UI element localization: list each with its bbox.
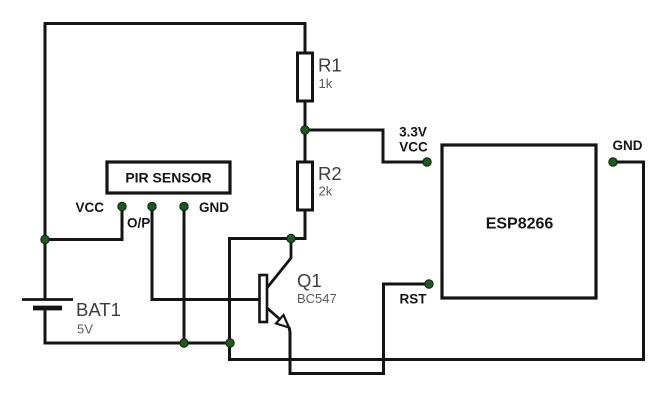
esp-vcc-label-line2: VCC — [399, 140, 428, 155]
resistor-r1-body — [296, 51, 314, 103]
pir-gnd-pin-dot — [179, 201, 189, 212]
r2-designator: R2 — [318, 163, 342, 184]
rail-junction-dot — [40, 234, 50, 245]
q1-collector-lead — [265, 240, 293, 290]
collector-node-wire — [228, 211, 307, 240]
r1-value: 1k — [319, 76, 333, 91]
vcc-3v3-wire — [305, 128, 427, 164]
ground-pir-junction-dot — [179, 338, 189, 348]
esp-vcc-pin-dot — [422, 157, 432, 167]
pir-output-label: O/P — [127, 216, 150, 231]
resistor-r2-body — [296, 160, 314, 212]
esp-gnd-label: GND — [613, 138, 643, 153]
esp8266-title: ESP8266 — [486, 216, 554, 233]
r2-value: 2k — [319, 184, 333, 199]
pir-sensor-title: PIR SENSOR — [125, 170, 211, 186]
q1-emitter-arrowhead-icon — [274, 312, 291, 330]
battery-designator: BAT1 — [76, 299, 121, 320]
q1-designator: Q1 — [297, 270, 322, 291]
pir-output-pin-dot — [147, 201, 157, 212]
esp-rst-label: RST — [400, 292, 428, 307]
pir-sensor-box — [105, 160, 232, 195]
divider-junction-dot — [300, 125, 310, 135]
pir-vcc-pin-dot — [117, 201, 127, 212]
pir-output-base-wire — [150, 206, 260, 301]
pir-vcc-wire — [43, 206, 124, 241]
collector-junction-dot — [286, 233, 296, 244]
ground-battery-junction-dot — [225, 338, 235, 348]
q1-value: BC547 — [297, 291, 337, 306]
ground-left-wire — [43, 307, 231, 345]
pir-vcc-label: VCC — [75, 200, 104, 215]
power-rail-wire — [43, 22, 307, 299]
emitter-rst-wire — [287, 282, 429, 375]
pir-gnd-label: GND — [199, 200, 229, 215]
esp8266-box — [440, 143, 598, 300]
battery-value: 5V — [77, 322, 93, 337]
esp-vcc-label-line1: 3.3V — [399, 125, 427, 140]
esp-rst-pin-dot — [424, 279, 434, 289]
r1-designator: R1 — [318, 55, 342, 76]
q1-base-bar — [258, 273, 269, 324]
esp-gnd-pin-dot — [608, 157, 618, 167]
esp-gnd-return-wire — [613, 160, 645, 361]
